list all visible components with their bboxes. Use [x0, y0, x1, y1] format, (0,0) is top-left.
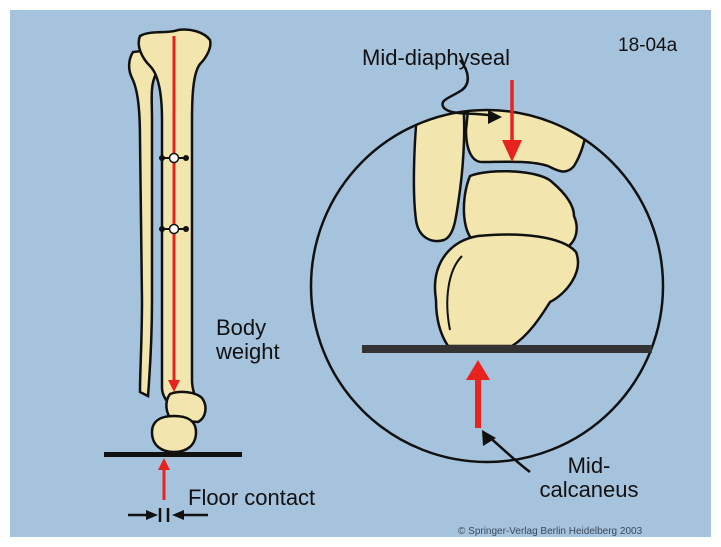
left-floor-line [104, 452, 242, 457]
mid-calcaneus-label-line1: Mid- [534, 454, 644, 478]
floor-contact-arrowhead [158, 458, 170, 470]
mid-diaphyseal-label: Mid-diaphyseal [362, 46, 510, 70]
copyright-notice: © Springer-Verlag Berlin Heidelberg 2003 [458, 526, 642, 537]
anatomy-figure: 18-04a Mid-diaphyseal Body weight Floor … [10, 10, 711, 537]
mid-calcaneus-label-line2: calcaneus [534, 478, 644, 502]
body-weight-label-line2: weight [216, 340, 306, 364]
body-weight-label: Body weight [216, 316, 306, 364]
floor-contact-label: Floor contact [188, 486, 315, 510]
mid-calcaneus-label: Mid- calcaneus [534, 454, 644, 502]
calcaneus [152, 416, 196, 452]
figure-id: 18-04a [618, 36, 677, 57]
fibula [129, 50, 157, 396]
right-floor-line [362, 345, 652, 353]
body-weight-label-line1: Body [216, 316, 306, 340]
